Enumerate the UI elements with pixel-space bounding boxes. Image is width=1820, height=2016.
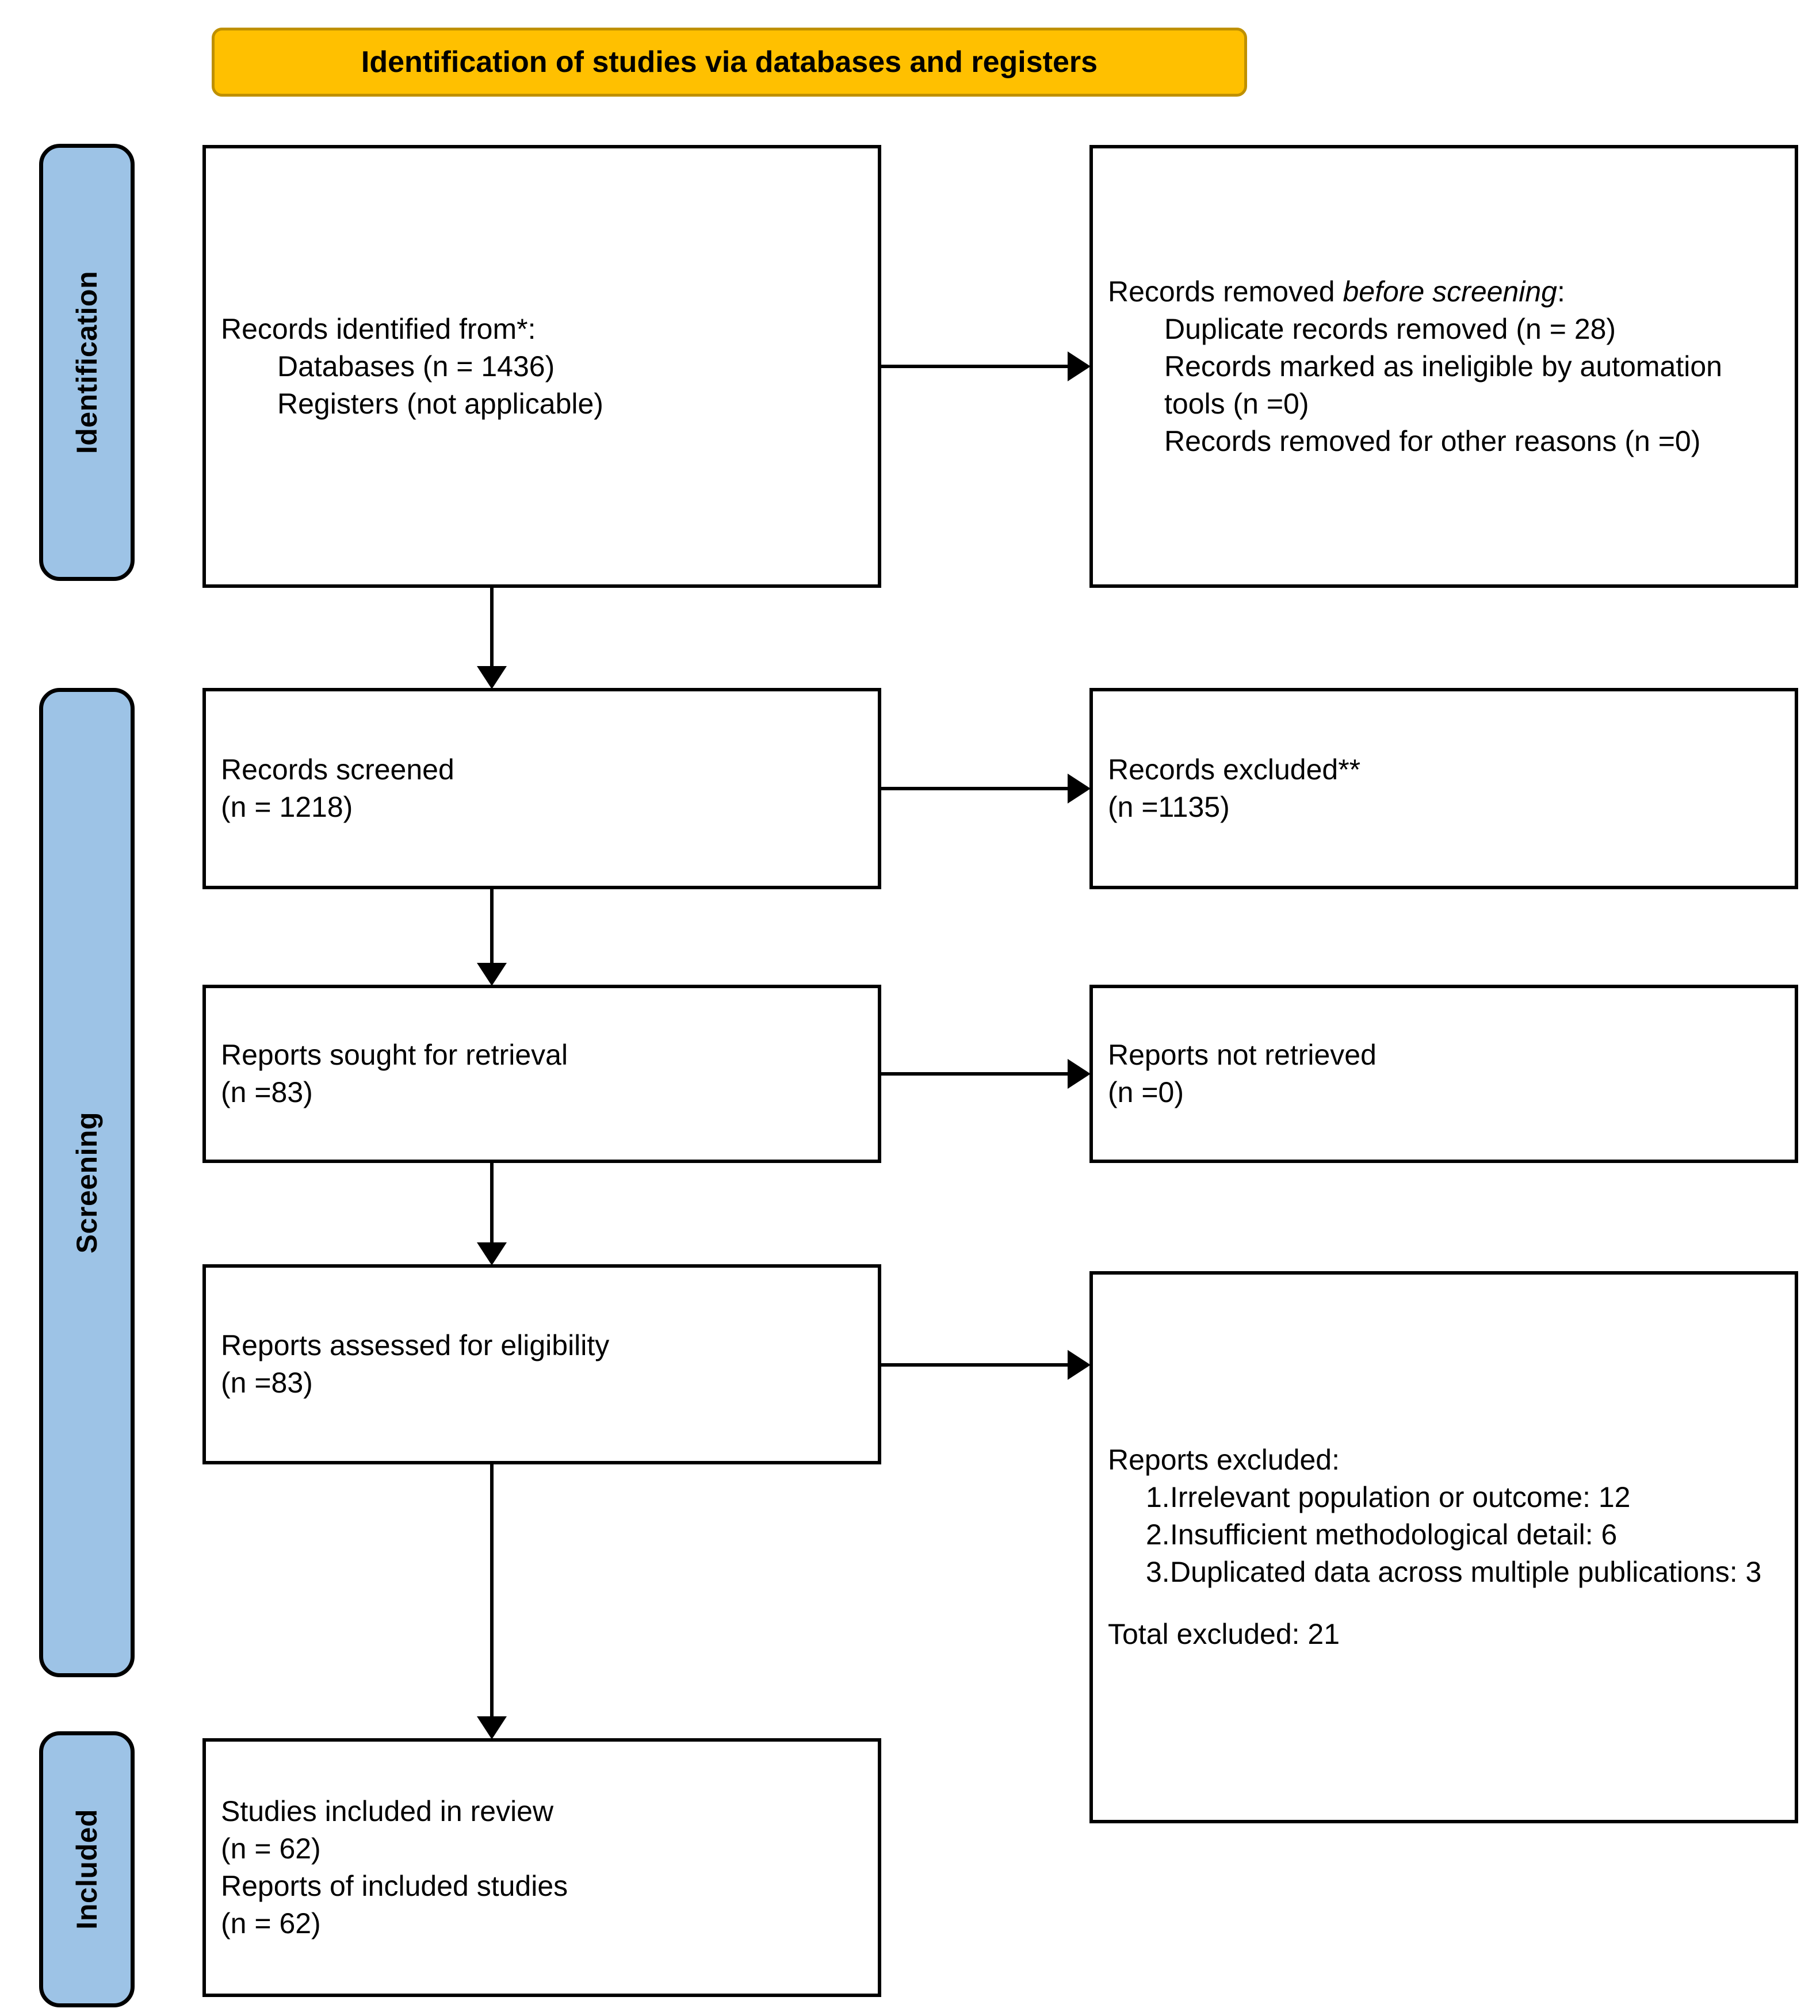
- reports-sought-label: Reports sought for retrieval: [221, 1039, 568, 1071]
- reports-assessed-count: (n =83): [221, 1367, 313, 1399]
- connector-identified-to-removed: [881, 365, 1071, 368]
- list-item: 3. Duplicated data across multiple publi…: [1108, 1554, 1780, 1591]
- records-identified-title: Records identified from*:: [221, 312, 536, 345]
- records-removed-duplicates: Duplicate records removed (n = 28): [1164, 312, 1616, 345]
- records-removed-title: Records removed before screening:: [1108, 273, 1780, 311]
- box-reports-excluded: Reports excluded: 1. Irrelevant populati…: [1089, 1271, 1798, 1823]
- reports-excluded-reason-list: 1. Irrelevant population or outcome: 12 …: [1108, 1479, 1780, 1591]
- reason-text: Insufficient methodological detail: 6: [1170, 1518, 1618, 1551]
- arrowhead-sought-to-not-retrieved: [1068, 1059, 1091, 1089]
- stage-label-included-text: Included: [71, 1809, 103, 1930]
- stage-label-identification-text: Identification: [71, 270, 103, 454]
- reason-text: Irrelevant population or outcome: 12: [1170, 1481, 1631, 1514]
- list-item: 2. Insufficient methodological detail: 6: [1108, 1516, 1780, 1554]
- records-excluded-count: (n =1135): [1108, 791, 1230, 823]
- arrowhead-sought-to-assessed: [477, 1242, 507, 1265]
- reports-not-retrieved-count: (n =0): [1108, 1076, 1184, 1108]
- arrowhead-identified-to-removed: [1068, 351, 1091, 381]
- records-removed-other: Records removed for other reasons (n =0): [1164, 424, 1701, 457]
- list-item: 1. Irrelevant population or outcome: 12: [1108, 1479, 1780, 1516]
- reason-number: 1.: [1146, 1481, 1170, 1514]
- records-removed-ineligible: Records marked as ineligible by automati…: [1164, 350, 1730, 420]
- stage-label-identification: Identification: [39, 144, 135, 581]
- arrowhead-screened-to-sought: [477, 963, 507, 986]
- box-reports-sought: Reports sought for retrieval (n =83): [202, 985, 881, 1163]
- connector-sought-to-not-retrieved: [881, 1072, 1071, 1076]
- records-removed-title-italic: before screening: [1343, 275, 1557, 308]
- records-identified-databases: Databases (n = 1436): [277, 350, 555, 382]
- connector-assessed-to-included: [490, 1464, 494, 1721]
- reports-excluded-total: Total excluded: 21: [1108, 1617, 1340, 1650]
- stage-label-screening-text: Screening: [71, 1111, 103, 1254]
- studies-included-count: (n = 62): [221, 1833, 321, 1865]
- box-records-screened: Records screened (n = 1218): [202, 688, 881, 889]
- arrowhead-assessed-to-reports-excluded: [1068, 1350, 1091, 1380]
- connector-identified-to-screened: [490, 588, 494, 686]
- box-studies-included: Studies included in review (n = 62) Repo…: [202, 1738, 881, 1997]
- arrowhead-identified-to-screened: [477, 666, 507, 689]
- connector-sought-to-assessed: [490, 1163, 494, 1247]
- stage-label-screening: Screening: [39, 688, 135, 1677]
- box-reports-assessed: Reports assessed for eligibility (n =83): [202, 1264, 881, 1464]
- connector-screened-to-excluded: [881, 787, 1071, 790]
- reports-of-included-label: Reports of included studies: [221, 1870, 568, 1902]
- records-screened-label: Records screened: [221, 753, 454, 786]
- studies-included-label: Studies included in review: [221, 1795, 554, 1827]
- reason-number: 3.: [1146, 1556, 1170, 1589]
- records-excluded-label: Records excluded**: [1108, 753, 1361, 786]
- records-removed-title-plain: Records removed: [1108, 275, 1343, 308]
- reason-text: Duplicated data across multiple publicat…: [1170, 1556, 1762, 1589]
- reports-excluded-spacer: [1108, 1591, 1780, 1616]
- box-records-identified: Records identified from*: Databases (n =…: [202, 145, 881, 588]
- box-records-excluded: Records excluded** (n =1135): [1089, 688, 1798, 889]
- records-identified-registers: Registers (not applicable): [277, 387, 603, 420]
- reports-excluded-title: Reports excluded:: [1108, 1444, 1340, 1476]
- box-reports-not-retrieved: Reports not retrieved (n =0): [1089, 985, 1798, 1163]
- connector-screened-to-sought: [490, 889, 494, 967]
- records-screened-count: (n = 1218): [221, 791, 353, 823]
- reports-assessed-label: Reports assessed for eligibility: [221, 1329, 610, 1361]
- connector-assessed-to-reports-excluded: [881, 1363, 1071, 1367]
- arrowhead-screened-to-excluded: [1068, 774, 1091, 804]
- reason-number: 2.: [1146, 1518, 1170, 1551]
- arrowhead-assessed-to-included: [477, 1716, 507, 1739]
- diagram-banner: Identification of studies via databases …: [212, 28, 1247, 97]
- box-records-removed-before-screening: Records removed before screening: Duplic…: [1089, 145, 1798, 588]
- reports-of-included-count: (n = 62): [221, 1907, 321, 1940]
- stage-label-included: Included: [39, 1731, 135, 2007]
- reports-sought-count: (n =83): [221, 1076, 313, 1108]
- records-removed-title-colon: :: [1557, 275, 1565, 308]
- reports-not-retrieved-label: Reports not retrieved: [1108, 1039, 1377, 1071]
- banner-title: Identification of studies via databases …: [361, 45, 1098, 79]
